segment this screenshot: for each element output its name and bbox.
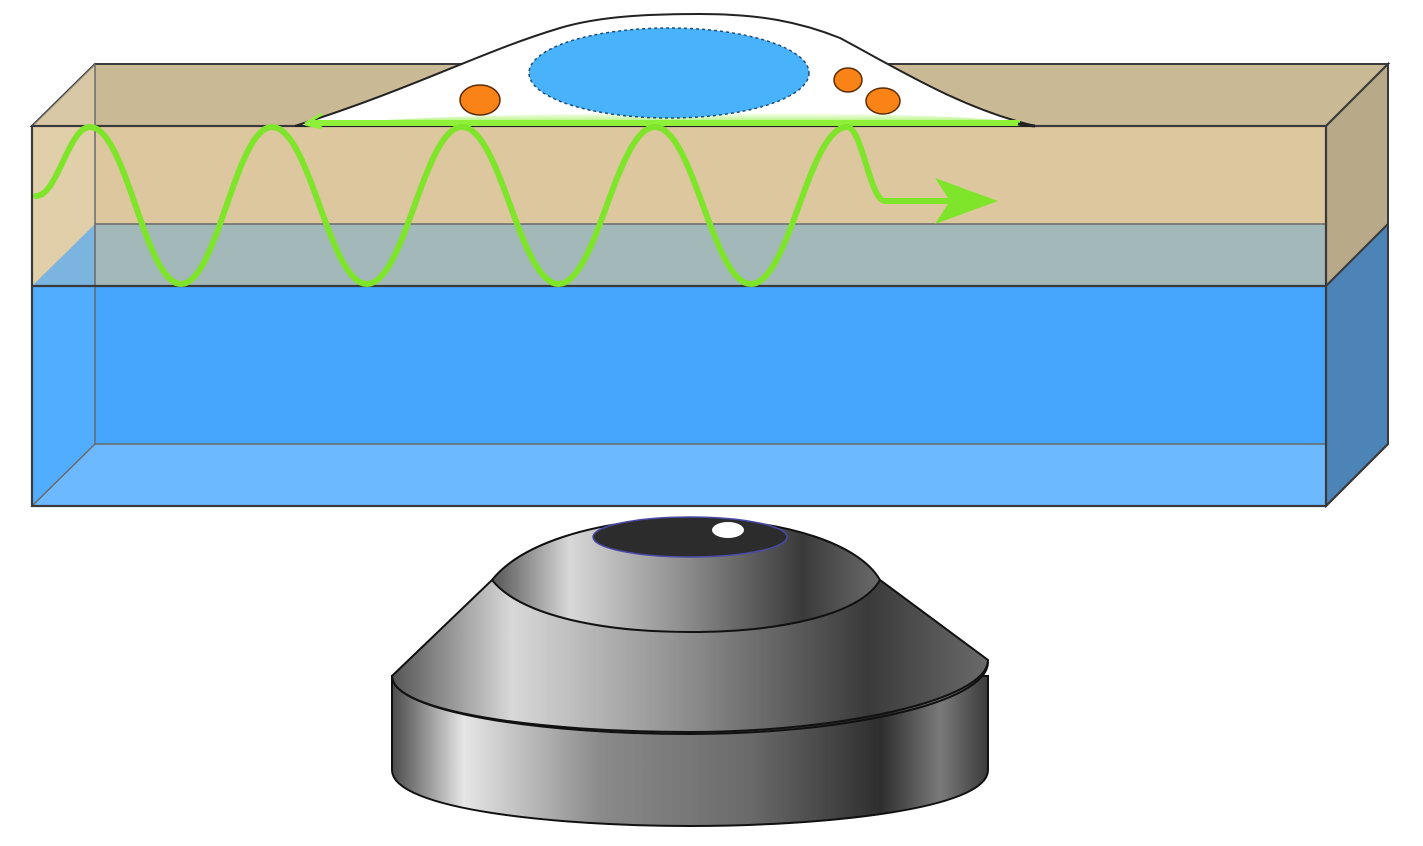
objective-lens xyxy=(592,516,788,558)
cell-nucleus xyxy=(528,27,810,119)
objective-ring-edge xyxy=(391,661,989,736)
substrate-bottom-band xyxy=(32,444,1326,506)
cell xyxy=(294,12,1036,130)
microscope-objective-icon xyxy=(390,516,990,828)
organelle xyxy=(459,84,501,116)
guided-light-wave xyxy=(33,124,998,287)
waveguide-slab xyxy=(29,61,1391,509)
lens-highlight xyxy=(712,522,744,538)
organelle xyxy=(865,87,901,115)
overlap-band xyxy=(32,224,1326,286)
right-arrow-icon xyxy=(935,178,998,224)
sine-wave xyxy=(33,124,888,287)
substrate-left-edge xyxy=(32,224,95,506)
guide-left-edge xyxy=(32,64,95,286)
cell-base-edge xyxy=(1017,122,1036,128)
evanescent-left-tip xyxy=(304,112,323,130)
organelle xyxy=(833,67,863,93)
